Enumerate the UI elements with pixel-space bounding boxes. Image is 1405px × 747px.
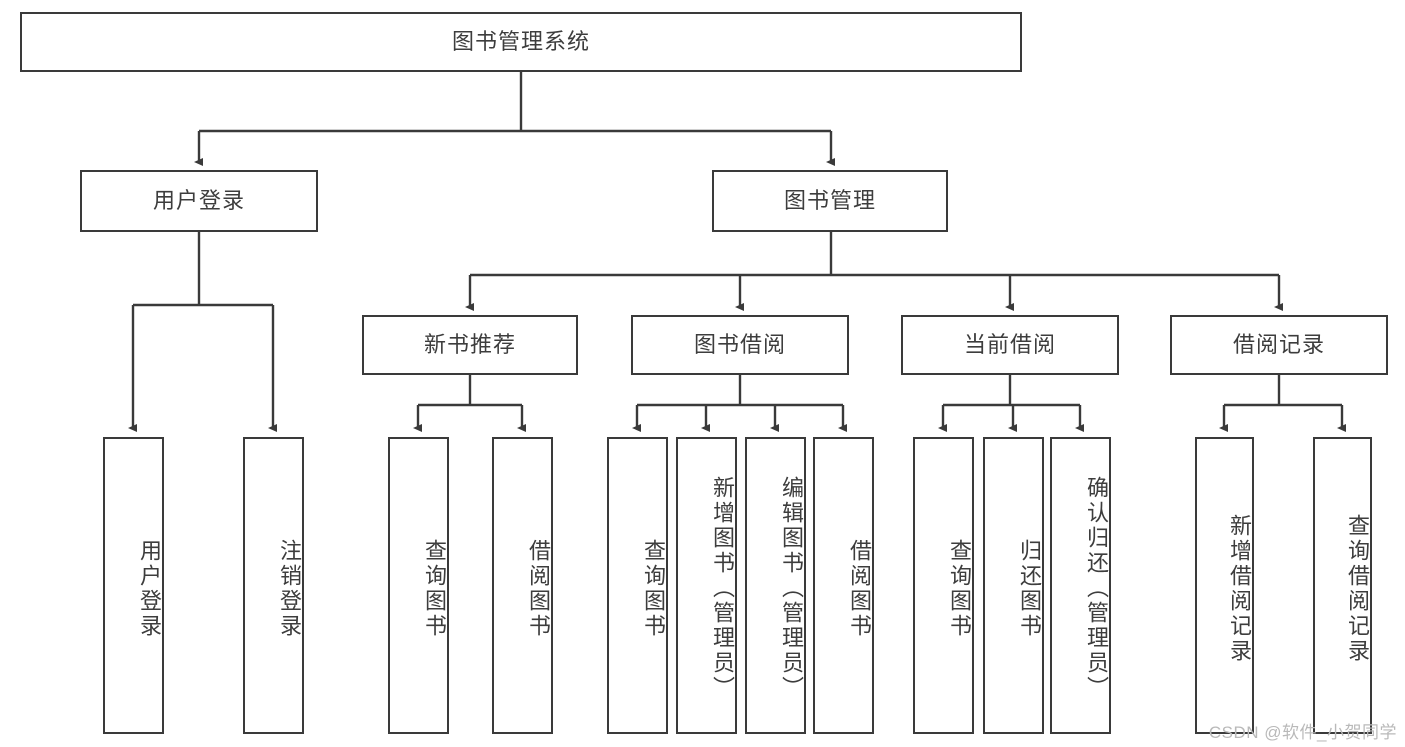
leaf-borrow-add-book[interactable]: 新增图书（管理员） (676, 437, 737, 734)
node-user-login[interactable]: 用户登录 (80, 170, 318, 232)
node-label: 查询借阅记录 (1345, 513, 1370, 664)
node-label: 借阅图书 (526, 538, 551, 639)
leaf-current-return-book[interactable]: 归还图书 (983, 437, 1044, 734)
node-label: 确认归还（管理员） (1084, 476, 1109, 701)
leaf-borrow-lend-book[interactable]: 借阅图书 (813, 437, 874, 734)
leaf-new-book-borrow[interactable]: 借阅图书 (492, 437, 553, 734)
node-label: 当前借阅 (963, 332, 1056, 358)
node-current-borrow[interactable]: 当前借阅 (901, 315, 1119, 375)
node-label: 查询图书 (422, 538, 447, 639)
leaf-records-add-record[interactable]: 新增借阅记录 (1195, 437, 1254, 734)
node-label: 借阅图书 (847, 538, 872, 639)
node-label: 查询图书 (947, 538, 972, 639)
leaf-records-query-record[interactable]: 查询借阅记录 (1313, 437, 1372, 734)
node-new-book-recommend[interactable]: 新书推荐 (362, 315, 578, 375)
node-label: 新增借阅记录 (1227, 513, 1252, 664)
node-label: 查询图书 (641, 538, 666, 639)
node-book-borrow[interactable]: 图书借阅 (631, 315, 849, 375)
node-label: 新增图书（管理员） (710, 476, 735, 701)
node-label: 图书管理系统 (451, 29, 590, 55)
node-label: 图书借阅 (693, 332, 786, 358)
leaf-borrow-edit-book[interactable]: 编辑图书（管理员） (745, 437, 806, 734)
leaf-current-confirm-return[interactable]: 确认归还（管理员） (1050, 437, 1111, 734)
node-root-system[interactable]: 图书管理系统 (20, 12, 1022, 72)
node-borrow-records[interactable]: 借阅记录 (1170, 315, 1388, 375)
leaf-borrow-query-book[interactable]: 查询图书 (607, 437, 668, 734)
node-label: 新书推荐 (423, 332, 516, 358)
node-label: 用户登录 (152, 188, 245, 214)
node-label: 借阅记录 (1232, 332, 1325, 358)
node-label: 归还图书 (1017, 538, 1042, 639)
watermark-text: CSDN @软件_小贺同学 (1208, 723, 1397, 742)
node-label: 图书管理 (783, 188, 876, 214)
node-label: 注销登录 (277, 538, 302, 639)
leaf-user-login-signin[interactable]: 用户登录 (103, 437, 164, 734)
node-label: 编辑图书（管理员） (779, 476, 804, 701)
leaf-new-book-query[interactable]: 查询图书 (388, 437, 449, 734)
leaf-current-query-book[interactable]: 查询图书 (913, 437, 974, 734)
node-label: 用户登录 (137, 538, 162, 639)
node-book-management[interactable]: 图书管理 (712, 170, 948, 232)
leaf-user-login-logout[interactable]: 注销登录 (243, 437, 304, 734)
